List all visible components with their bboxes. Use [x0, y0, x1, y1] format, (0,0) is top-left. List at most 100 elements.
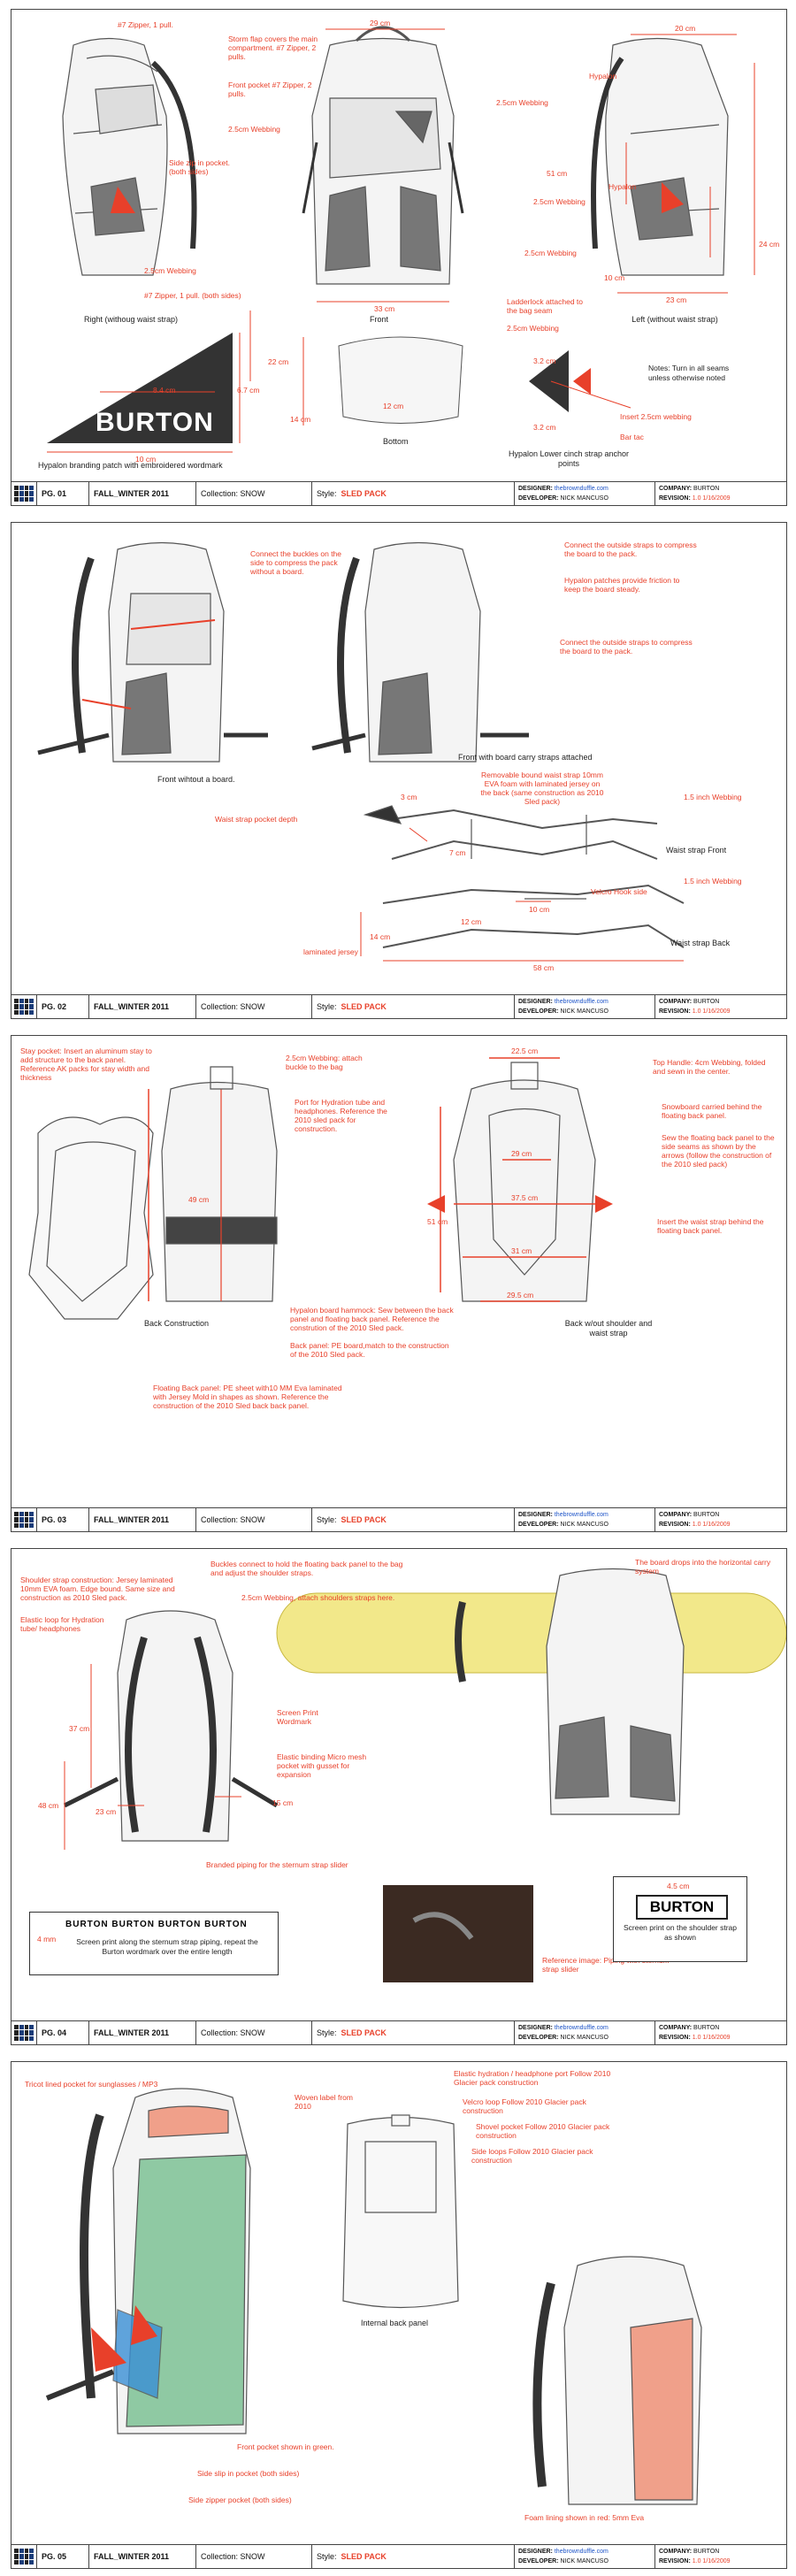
style-label: Style:SLED PACK: [312, 1508, 515, 1531]
snowboard-shape: [276, 1592, 786, 1674]
annotation: Front pocket #7 Zipper, 2 pulls.: [228, 80, 312, 98]
page-number: PG. 03: [37, 1508, 89, 1531]
annotation: 2.5cm Webbing: [524, 249, 577, 257]
spec-page-1: #7 Zipper, 1 pull. Storm flap covers the…: [11, 9, 787, 506]
company-logo: [11, 482, 37, 505]
collection-label: Collection: SNOW: [196, 995, 312, 1018]
view-label: Hypalon Lower cinch strap anchor points: [508, 449, 630, 468]
annotation: Storm flap covers the main compartment. …: [228, 34, 318, 61]
back-construction-drawing: [161, 1066, 278, 1302]
dimension-lines: [64, 1664, 241, 1850]
designer-link[interactable]: thebrownduffle.com: [554, 2025, 608, 2031]
dim-label: 24 cm: [759, 240, 780, 249]
dim-label: 48 cm: [38, 1801, 59, 1810]
annotation: Back panel: PE board,match to the constr…: [290, 1341, 449, 1359]
floating-back-panel-drawing: [28, 1116, 154, 1320]
backpack-with-board-drawing: [455, 1568, 685, 1815]
style-label: Style:SLED PACK: [312, 2021, 515, 2044]
annotation: Connect the outside straps to compress t…: [560, 638, 693, 656]
backpack-front-board-drawing: [311, 541, 529, 763]
view-label: Hypalon branding patch with embroidered …: [38, 461, 223, 470]
view-label: Waist strap Front: [666, 846, 727, 855]
anchor-point-drawing: [529, 350, 631, 412]
page-number: PG. 04: [37, 2021, 89, 2044]
annotation: Hypalon: [589, 72, 617, 80]
annotation: Tricot lined pocket for sunglasses / MP3: [25, 2080, 158, 2089]
annotation: Elastic binding Micro mesh pocket with g…: [277, 1752, 367, 1779]
title-block: PG. 04 FALL_WINTER 2011 Collection: SNOW…: [11, 2020, 786, 2044]
annotation: Hypalon: [608, 182, 637, 191]
waist-strap-front-drawing: [363, 805, 658, 860]
annotation: Connect the buckles on the side to compr…: [250, 549, 342, 576]
view-label: Bottom: [383, 437, 409, 446]
designer-link[interactable]: thebrownduffle.com: [554, 2549, 608, 2555]
dim-label: 10 cm: [529, 905, 550, 914]
dim-label: 29 cm: [511, 1149, 532, 1158]
annotation: Reference image: Piping with sternum str…: [542, 1956, 670, 1974]
red-arrow-icon: [427, 1195, 445, 1213]
internal-back-panel-drawing: [342, 2114, 459, 2309]
collection-label: Collection: SNOW: [196, 2021, 312, 2044]
screen-print-note: 4.5 cm BURTON Screen print on the should…: [613, 1876, 747, 1962]
annotation: Port for Hydration tube and headphones. …: [295, 1098, 387, 1133]
designer-link[interactable]: thebrownduffle.com: [554, 1512, 608, 1518]
view-label: Right (withoug waist strap): [83, 315, 179, 324]
dim-label: 23 cm: [96, 1807, 117, 1816]
annotation: 1.5 inch Webbing: [684, 793, 742, 801]
backpack-front-no-board-drawing: [37, 541, 268, 763]
dim-label: 15 cm: [272, 1798, 294, 1807]
back-without-straps-drawing: [453, 1062, 596, 1302]
page-number: PG. 02: [37, 995, 89, 1018]
page2-drawings: [37, 541, 685, 962]
annotation: Insert 2.5cm webbing: [620, 412, 692, 421]
designer-link[interactable]: thebrownduffle.com: [554, 486, 608, 492]
red-arrow-icon: [595, 1195, 613, 1213]
annotation: 2.5cm Webbing: [228, 125, 280, 134]
title-block: PG. 03 FALL_WINTER 2011 Collection: SNOW…: [11, 1507, 786, 1531]
annotation: #7 Zipper, 1 pull. (both sides): [144, 291, 241, 300]
dim-label: 10 cm: [135, 455, 157, 464]
red-arrow-icon: [111, 187, 135, 213]
season-label: FALL_WINTER 2011: [89, 482, 196, 505]
annotation: Removable bound waist strap 10mm EVA foa…: [480, 770, 604, 806]
dim-label: 12 cm: [461, 917, 482, 926]
designer-link[interactable]: thebrownduffle.com: [554, 999, 608, 1005]
burton-logo: BURTON: [636, 1895, 728, 1920]
dim-label: 33 cm: [374, 304, 395, 313]
annotation: 2.5cm Webbing, attach shoulders straps h…: [241, 1593, 395, 1602]
annotation: Hypalon patches provide friction to keep…: [564, 576, 680, 594]
title-block: PG. 05 FALL_WINTER 2011 Collection: SNOW…: [11, 2544, 786, 2568]
view-label: Internal back panel: [361, 2319, 429, 2327]
annotation: Insert the waist strap behind the floati…: [657, 1217, 764, 1235]
season-label: FALL_WINTER 2011: [89, 2021, 196, 2044]
season-label: FALL_WINTER 2011: [89, 995, 196, 1018]
view-label: Left (without waist strap): [631, 315, 718, 324]
company-logo: [11, 1508, 37, 1531]
annotation: 1.5 inch Webbing: [684, 877, 742, 886]
annotation: The board drops into the horizontal carr…: [635, 1558, 771, 1576]
spec-page-3: Stay pocket: Insert an aluminum stay to …: [11, 1035, 787, 1532]
annotation: 2.5cm Webbing: [144, 266, 196, 275]
page-number: PG. 05: [37, 2545, 89, 2568]
dim-label: 20 cm: [675, 24, 696, 33]
dim-label: 51 cm: [427, 1217, 448, 1226]
collection-label: Collection: SNOW: [196, 482, 312, 505]
annotation: laminated jersey: [303, 947, 358, 956]
annotation: Velcro loop Follow 2010 Glacier pack con…: [463, 2097, 586, 2115]
dim-label: 49 cm: [188, 1195, 210, 1204]
bottom-view-drawing: [338, 336, 463, 424]
annotation: Side loops Follow 2010 Glacier pack cons…: [471, 2147, 593, 2165]
annotation: Velcro Hook side: [591, 887, 647, 896]
view-label: Front wihtout a board.: [157, 775, 235, 784]
annotation: Connect the outside straps to compress t…: [564, 540, 697, 558]
backpack-front-drawing: [302, 26, 464, 285]
dim-label: 51 cm: [547, 169, 568, 178]
dim-label: 29.5 cm: [507, 1291, 534, 1300]
reference-photo: [383, 1885, 533, 1982]
